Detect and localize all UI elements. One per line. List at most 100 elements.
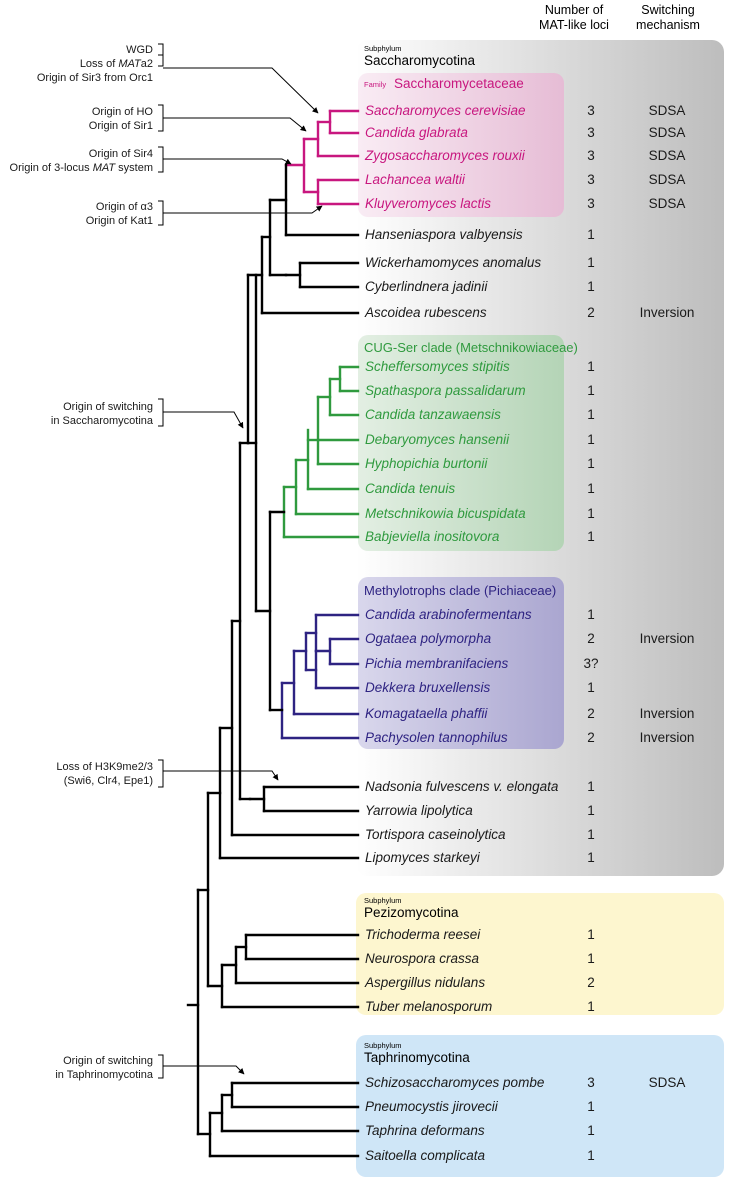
taxon-name: Hanseniaspora valbyensis (365, 227, 523, 242)
taxon-name: Ogataea polymorpha (365, 631, 492, 646)
saccharomycetaceae-label: Saccharomycetaceae (394, 76, 524, 91)
annotation-bracket-7 (158, 1054, 164, 1079)
cug-clade-box (358, 335, 564, 551)
taphrinomycotina-label: Taphrinomycotina (364, 1050, 470, 1065)
loci-count: 1 (587, 383, 595, 398)
annotation-4-line1: Origin of α3 (96, 201, 153, 213)
annotation-1-line2: Loss of MATa2 (80, 58, 153, 70)
annotation-arrow-3 (163, 158, 292, 165)
taxon-name: Saitoella complicata (365, 1148, 486, 1163)
switching-mechanism: SDSA (649, 103, 686, 118)
annotation-bracket-6 (158, 759, 164, 788)
taxon-name: Metschnikowia bicuspidata (365, 506, 526, 521)
header-switch-line1: Switching (641, 3, 695, 17)
switching-mechanism: Inversion (640, 706, 695, 721)
annotation-5-line1: Origin of switching (63, 401, 153, 413)
taxon-name: Lipomyces starkeyi (365, 850, 481, 865)
annotation-bracket-2 (158, 104, 164, 132)
taxon-name: Nadsonia fulvescens v. elongata (365, 779, 559, 794)
annotations (158, 43, 323, 1079)
taxon-name: Aspergillus nidulans (364, 975, 485, 990)
switching-mechanism: SDSA (649, 1075, 686, 1090)
taxon-name: Tortispora caseinolytica (365, 827, 506, 842)
loci-count: 3 (587, 196, 595, 211)
annotation-7-line2: in Taphrinomycotina (55, 1069, 154, 1081)
loci-count: 3 (587, 125, 595, 140)
taxon-name: Debaryomyces hansenii (365, 432, 510, 447)
taphrinomycotina-small-label: Subphylum (364, 1041, 402, 1050)
loci-count: 1 (587, 227, 595, 242)
taxon-row: Komagataella phaffii 2 Inversion (365, 706, 694, 721)
annotation-arrow-1 (163, 67, 319, 114)
taxon-name: Babjeviella inositovora (365, 529, 500, 544)
header-number-line1: Number of (545, 3, 604, 17)
loci-count: 1 (587, 827, 595, 842)
annotation-bracket-5 (158, 398, 164, 427)
taxon-row: Pichia membranifaciens 3? (365, 656, 599, 671)
loci-count: 2 (587, 631, 595, 646)
loci-count: 2 (587, 706, 595, 721)
taxon-row: Tortispora caseinolytica 1 (365, 827, 595, 842)
switching-mechanism: SDSA (649, 125, 686, 140)
annotation-5-line2: in Saccharomycotina (51, 415, 154, 427)
taxon-row: Metschnikowia bicuspidata 1 (365, 506, 595, 521)
loci-count: 3? (583, 656, 598, 671)
taxon-name: Zygosaccharomyces rouxii (364, 148, 526, 163)
taxon-name: Pichia membranifaciens (365, 656, 509, 671)
taphrinomycotina-box (356, 1035, 724, 1177)
saccharomycotina-small-label: Subphylum (364, 44, 402, 53)
loci-count: 1 (587, 850, 595, 865)
loci-count: 1 (587, 506, 595, 521)
loci-count: 2 (587, 730, 595, 745)
loci-count: 2 (587, 305, 595, 320)
loci-count: 3 (587, 1075, 595, 1090)
annotation-bracket-3 (158, 146, 164, 173)
loci-count: 1 (587, 255, 595, 270)
switching-mechanism: SDSA (649, 172, 686, 187)
pezizomycotina-box (356, 893, 724, 1015)
saccharomycetaceae-box (358, 73, 564, 217)
loci-count: 1 (587, 1099, 595, 1114)
methylotrophs-clade-label: Methylotrophs clade (Pichiaceae) (364, 583, 556, 598)
saccharomycetaceae-small-label: Family (364, 80, 386, 89)
loci-count: 1 (587, 951, 595, 966)
loci-count: 1 (587, 1148, 595, 1163)
loci-count: 1 (587, 927, 595, 942)
taxon-name: Komagataella phaffii (365, 706, 488, 721)
switching-mechanism: Inversion (640, 730, 695, 745)
annotation-3-line2: Origin of 3-locus MAT system (10, 162, 153, 174)
loci-count: 2 (587, 975, 595, 990)
annotation-1-line3: Origin of Sir3 from Orc1 (37, 72, 153, 84)
taxon-name: Kluyveromyces lactis (365, 196, 491, 211)
loci-count: 1 (587, 407, 595, 422)
annotation-2-line2: Origin of Sir1 (89, 120, 153, 132)
loci-count: 3 (587, 103, 595, 118)
taxon-name: Lachancea waltii (365, 172, 466, 187)
annotation-7-line1: Origin of switching (63, 1055, 153, 1067)
methylotrophs-clade-box (358, 577, 564, 749)
switching-mechanism: SDSA (649, 148, 686, 163)
loci-count: 1 (587, 999, 595, 1014)
pezizomycotina-small-label: Subphylum (364, 896, 402, 905)
annotation-2-line1: Origin of HO (92, 106, 154, 118)
taxon-name: Candida tanzawaensis (365, 407, 501, 422)
loci-count: 1 (587, 680, 595, 695)
loci-count: 1 (587, 359, 595, 374)
